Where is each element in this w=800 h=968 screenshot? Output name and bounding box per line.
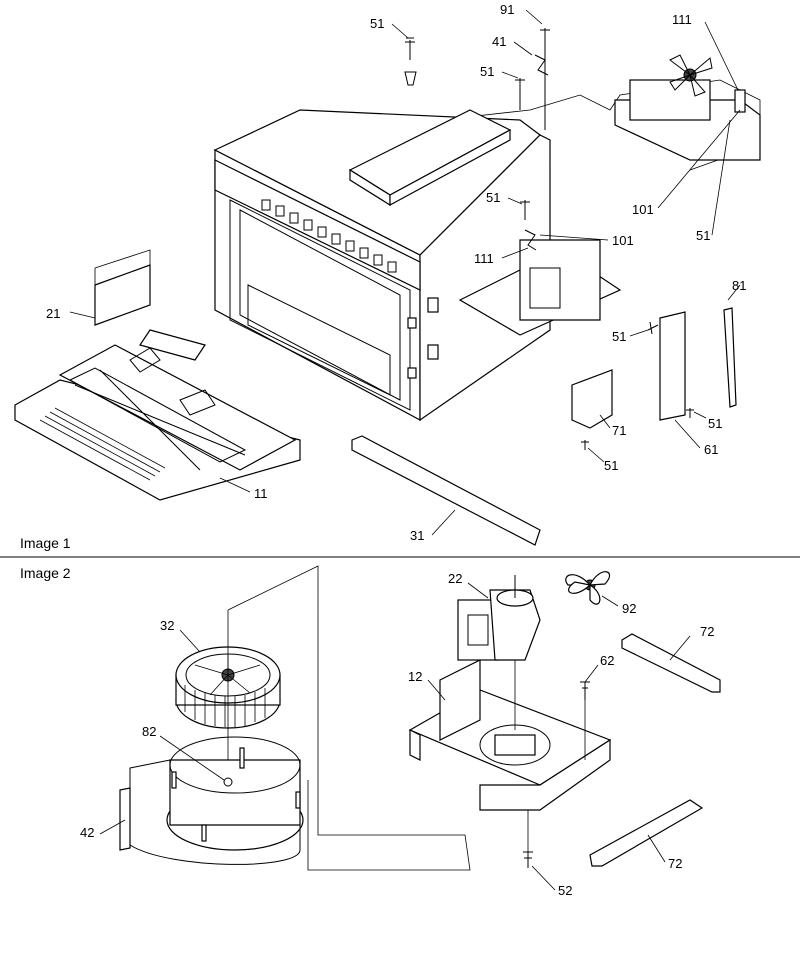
- callout-62: 62: [600, 653, 614, 668]
- callout-91: 91: [500, 2, 514, 17]
- leaders-image1: [69, 9, 741, 536]
- callout-51g: 51: [604, 458, 618, 473]
- callout-12: 12: [408, 669, 422, 684]
- callout-111b: 111: [474, 251, 494, 266]
- callout-72a: 72: [700, 624, 714, 639]
- screw-62: [580, 681, 590, 700]
- callout-92: 92: [622, 601, 636, 616]
- callout-51b: 51: [480, 64, 494, 79]
- callout-111a: 111: [672, 12, 692, 27]
- image2-assembly: [119, 565, 721, 871]
- callout-21: 21: [46, 306, 60, 321]
- blower-housing-42: [119, 736, 304, 865]
- bracket-61: [659, 311, 686, 421]
- side-panel-21: [94, 264, 151, 326]
- callout-61: 61: [704, 442, 718, 457]
- callout-101a: 101: [632, 202, 654, 217]
- screws-image1: [404, 28, 694, 450]
- leaders-image2: [99, 582, 691, 891]
- callout-72b: 72: [668, 856, 682, 871]
- callout-51c: 51: [696, 228, 710, 243]
- callout-22: 22: [448, 571, 462, 586]
- callout-51a: 51: [370, 16, 384, 31]
- caption-image2: Image 2: [20, 565, 71, 581]
- strip-72-lower: [589, 799, 704, 867]
- callout-52: 52: [558, 883, 572, 898]
- callout-101b: 101: [612, 233, 634, 248]
- motor-22: [457, 575, 541, 730]
- base-tray-11: [14, 329, 301, 501]
- callout-71: 71: [612, 423, 626, 438]
- callout-11: 11: [254, 486, 268, 501]
- callout-81: 81: [732, 278, 746, 293]
- image1-assembly: [14, 28, 761, 546]
- callout-51f: 51: [708, 416, 722, 431]
- fan-motor-top-right: [614, 54, 761, 161]
- callout-41: 41: [492, 34, 506, 49]
- oven-body: [213, 109, 622, 422]
- fan-blade-92: [565, 571, 611, 605]
- callout-32: 32: [160, 618, 174, 633]
- callouts-image1: 51 91 41 51 111 101 51 51 101 111 21 81 …: [46, 2, 746, 543]
- callout-82: 82: [142, 724, 156, 739]
- bracket-71: [571, 369, 613, 429]
- screw-52: [523, 851, 533, 868]
- strip-72-upper: [621, 633, 721, 693]
- callout-42: 42: [80, 825, 94, 840]
- callout-51e: 51: [612, 329, 626, 344]
- strip-81: [723, 307, 737, 408]
- callout-31: 31: [410, 528, 424, 543]
- front-strip-31: [351, 435, 541, 546]
- control-panel-buttons: [261, 199, 397, 273]
- callout-51d: 51: [486, 190, 500, 205]
- callouts-image2: 22 92 32 72 62 12 82 42 52 72: [80, 571, 714, 898]
- tray-grille: [39, 407, 166, 481]
- washer-82: [223, 777, 233, 787]
- caption-image1: Image 1: [20, 535, 71, 551]
- wire-harness: [227, 565, 471, 871]
